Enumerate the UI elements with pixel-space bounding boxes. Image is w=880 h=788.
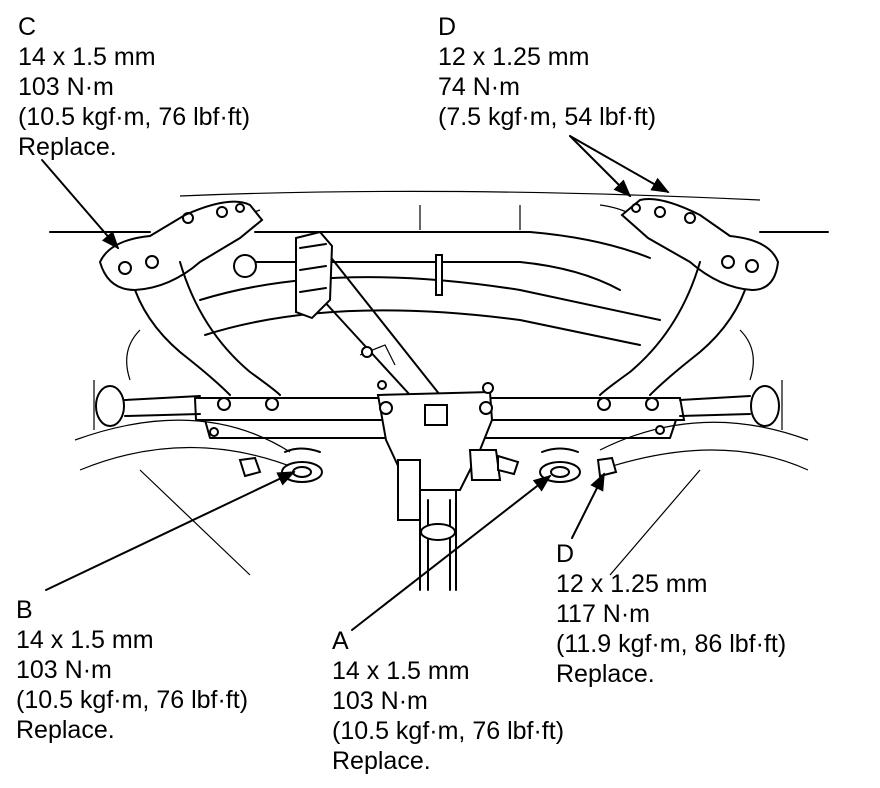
callout-letter: A [332,627,349,655]
callout-torque-alt: (7.5 kgf·m, 54 lbf·ft) [438,103,657,131]
callout-torque: 103 N·m [18,73,114,101]
callout-d-top: D 12 x 1.25 mm 74 N·m (7.5 kgf·m, 54 lbf… [438,12,656,132]
callout-bolt-size: 12 x 1.25 mm [556,570,708,598]
callout-note: Replace. [556,660,655,688]
exhaust-pipe [419,489,457,591]
callout-torque: 74 N·m [438,73,520,101]
steering-gearbox [359,344,520,521]
callout-c: C 14 x 1.5 mm 103 N·m (10.5 kgf·m, 76 lb… [18,12,250,162]
left-upper-bracket [98,200,264,292]
callout-torque-alt: (10.5 kgf·m, 76 lbf·ft) [332,717,565,745]
right-upper-bracket [620,198,780,292]
callout-letter: B [16,596,33,624]
leader-d-top-left [569,135,632,198]
callout-torque: 103 N·m [16,656,112,684]
callout-d-bottom: D 12 x 1.25 mm 117 N·m (11.9 kgf·m, 86 l… [556,539,786,689]
leader-d-top-right [569,135,670,193]
leader-lines [41,135,670,631]
callout-a: A 14 x 1.5 mm 103 N·m (10.5 kgf·m, 76 lb… [332,626,564,776]
callout-torque: 117 N·m [556,600,651,628]
subframe-side-arms [126,261,754,396]
callout-b: B 14 x 1.5 mm 103 N·m (10.5 kgf·m, 76 lb… [16,595,248,745]
callout-note: Replace. [332,747,431,775]
callout-bolt-size: 14 x 1.5 mm [18,43,156,71]
callout-bolt-size: 14 x 1.5 mm [16,626,154,654]
leader-c [41,159,120,250]
callout-bolt-size: 14 x 1.5 mm [332,657,470,685]
tie-rods [93,380,783,430]
callout-letter: C [18,13,37,41]
callout-note: Replace. [16,716,115,744]
leader-d-bottom [571,472,605,539]
callout-torque: 103 N·m [332,687,428,715]
callout-torque-alt: (10.5 kgf·m, 76 lbf·ft) [18,103,251,131]
callout-torque-alt: (11.9 kgf·m, 86 lbf·ft) [556,630,787,658]
leader-b [45,471,296,591]
callout-torque-alt: (10.5 kgf·m, 76 lbf·ft) [16,686,249,714]
callout-letter: D [438,13,457,41]
callout-letter: D [556,540,575,568]
crossmember-tubes [199,231,661,396]
callout-note: Replace. [18,133,117,161]
leader-a [351,474,552,631]
tube-clamp [295,230,334,320]
callout-bolt-size: 12 x 1.25 mm [438,43,590,71]
